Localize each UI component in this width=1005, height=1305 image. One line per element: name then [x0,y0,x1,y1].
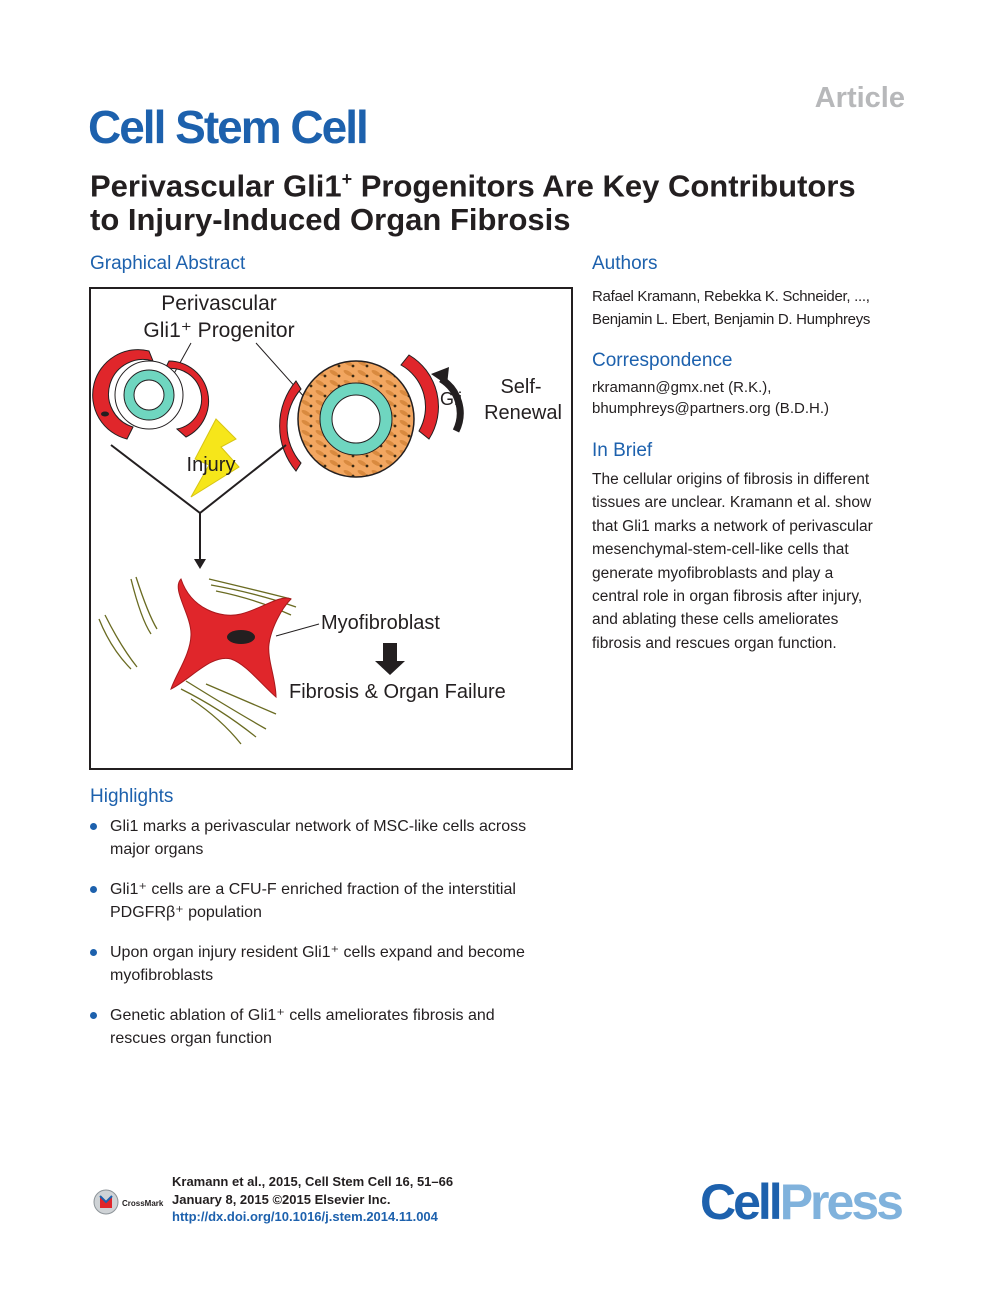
highlight-line: PDGFRβ⁺ population [110,904,262,921]
highlight-line: Genetic ablation of Gli1⁺ cells ameliora… [110,1007,495,1024]
highlight-line: rescues organ function [110,1030,272,1047]
bullet-icon [90,823,97,830]
highlight-item: Gli1⁺ cells are a CFU-F enriched fractio… [90,878,570,924]
highlights-heading: Highlights [90,786,174,807]
graphical-abstract-figure: Perivascular Gli1⁺ Progenitor Gli Self- [89,287,573,770]
email-link[interactable]: rkramann@gmx.net (R.K.), [592,379,772,396]
article-type-label: Article [814,82,905,114]
highlight-item: Upon organ injury resident Gli1⁺ cells e… [90,941,570,987]
crossmark-label: CrossMark [122,1199,164,1208]
highlight-line: Gli1 marks a perivascular network of MSC… [110,818,527,835]
label-gli: Gli [440,389,462,409]
title-part: Progenitors Are Key Contributors [352,168,856,204]
correspondence-heading: Correspondence [592,350,733,371]
brief-line: The cellular origins of fibrosis in diff… [592,471,870,488]
authors-line: Rafael Kramann, Rebekka K. Schneider, ..… [592,288,870,305]
highlight-line: Upon organ injury resident Gli1⁺ cells e… [110,944,525,961]
highlight-line: major organs [110,841,204,858]
highlight-line: Gli1⁺ cells are a CFU-F enriched fractio… [110,881,516,898]
bullet-icon [90,886,97,893]
label-progenitor: Gli1⁺ Progenitor [143,319,294,342]
citation-line: January 8, 2015 ©2015 Elsevier Inc. [172,1191,391,1207]
cellpress-logo: CellPress [700,1173,904,1231]
brief-line: generate myofibroblasts and play a [592,564,834,582]
label-perivascular: Perivascular [161,292,277,315]
article-title: Perivascular Gli1+ Progenitors Are Key C… [90,162,920,237]
authors-heading: Authors [592,253,658,274]
down-arrow-head [194,559,206,569]
label-renewal: Renewal [484,402,562,424]
collagen-fibers [98,576,297,745]
in-brief-heading: In Brief [592,440,653,461]
title-superscript: + [341,169,353,189]
correspondence-emails: rkramann@gmx.net (R.K.), bhumphreys@part… [592,377,922,419]
email-link[interactable]: bhumphreys@partners.org (B.D.H.) [592,400,829,417]
brief-line: central role in organ fibrosis after inj… [592,588,863,606]
highlight-line: myofibroblasts [110,967,214,984]
brief-line: that Gli1 marks a network of perivascula… [592,517,873,535]
doi-link[interactable]: http://dx.doi.org/10.1016/j.stem.2014.11… [172,1209,438,1224]
nucleus [227,630,255,644]
highlight-item: Gli1 marks a perivascular network of MSC… [90,815,570,861]
highlights-list: Gli1 marks a perivascular network of MSC… [90,815,570,1067]
graphical-abstract-svg: Perivascular Gli1⁺ Progenitor Gli Self- [92,292,562,745]
bullet-icon [90,949,97,956]
label-fibrosis: Fibrosis & Organ Failure [289,681,506,703]
brief-line: mesenchymal-stem-cell-like cells that [592,541,849,559]
label-injury: Injury [187,454,236,476]
title-part: Perivascular Gli1 [90,168,342,204]
logo-part: Press [779,1174,904,1230]
logo-part: Cell [700,1174,783,1230]
label-self: Self- [500,376,541,398]
block-arrow-icon [375,643,405,675]
authors-line: Benjamin L. Ebert, Benjamin D. Humphreys [592,311,871,328]
authors-list: Rafael Kramann, Rebekka K. Schneider, ..… [592,285,922,331]
brief-line: tissues are unclear. Kramann et al. show [592,494,872,512]
brief-line: and ablating these cells ameliorates [592,611,839,629]
highlight-item: Genetic ablation of Gli1⁺ cells ameliora… [90,1004,570,1050]
label-myofibroblast: Myofibroblast [321,612,440,634]
quiescent-vessel [92,349,210,440]
citation-line: Kramann et al., 2015, Cell Stem Cell 16,… [172,1174,454,1189]
graphical-abstract-heading: Graphical Abstract [90,253,246,274]
crossmark-icon[interactable]: CrossMark [92,1187,172,1217]
brief-line: fibrosis and rescues organ function. [592,634,837,652]
lightning-bolt-icon [190,418,240,498]
expanded-vessel [279,354,439,478]
journal-name: Cell Stem Cell [88,101,369,153]
citation-block: Kramann et al., 2015, Cell Stem Cell 16,… [172,1173,453,1226]
in-brief-text: The cellular origins of fibrosis in diff… [592,468,922,655]
bullet-icon [90,1012,97,1019]
pointer-line [275,623,320,637]
title-line-2: to Injury-Induced Organ Fibrosis [90,202,571,238]
self-renewal-arrow [431,367,464,433]
